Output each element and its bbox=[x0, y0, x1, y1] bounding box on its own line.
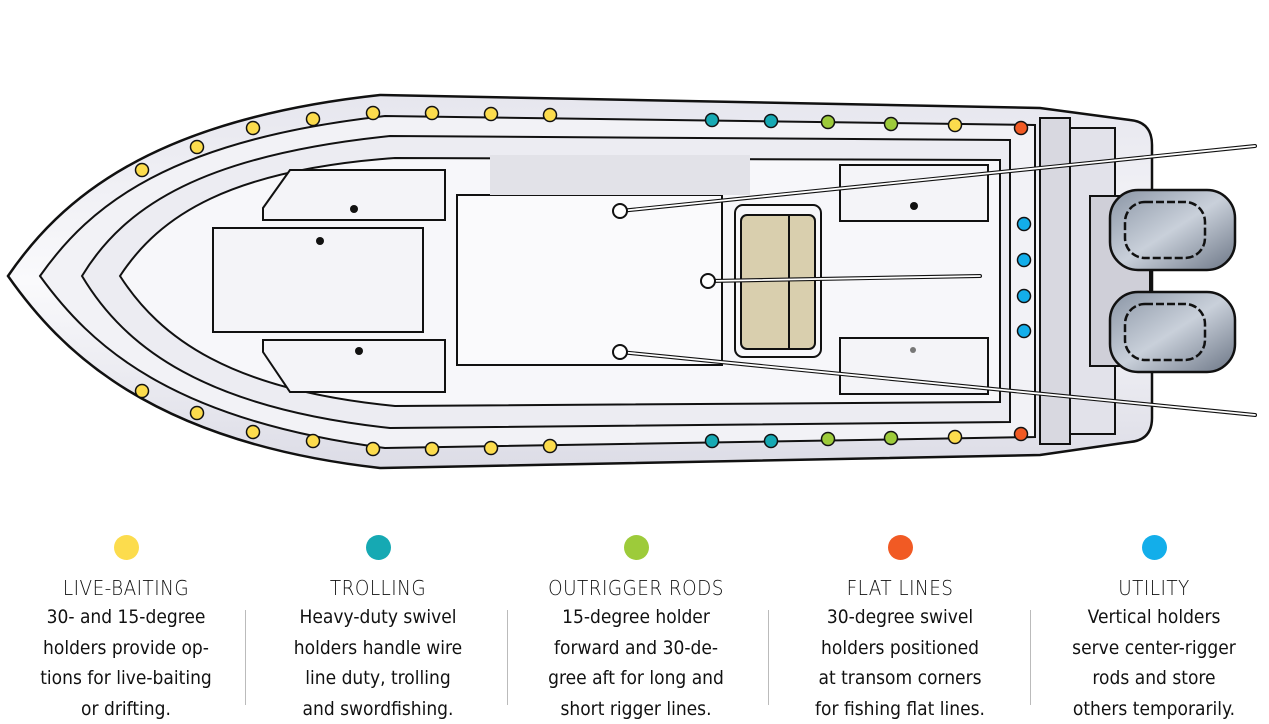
live-baiting-rod-holder-icon bbox=[305, 111, 321, 127]
trolling-rod-holder-icon bbox=[704, 433, 720, 449]
divider bbox=[245, 610, 246, 705]
legend-title: OUTRIGGER RODS bbox=[548, 576, 724, 600]
live-baiting-rod-holder-icon bbox=[245, 424, 261, 440]
live-baiting-rod-holder-icon bbox=[424, 105, 440, 121]
utility-rod-holder-icon bbox=[1016, 288, 1032, 304]
legend-title: TROLLING bbox=[329, 576, 427, 600]
live-baiting-rod-holder-icon bbox=[305, 433, 321, 449]
legend-title: LIVE-BAITING bbox=[62, 576, 190, 600]
hatch-latches bbox=[316, 202, 918, 355]
outrigger-rod-holder-icon bbox=[883, 116, 899, 132]
flat-lines-rod-holder-icon bbox=[1013, 426, 1029, 442]
outrigger-rod-holder-icon bbox=[820, 114, 836, 130]
trolling-dot-icon bbox=[365, 535, 391, 560]
trolling-rod-holder-icon bbox=[763, 433, 779, 449]
utility-rod-holder-icon bbox=[1016, 323, 1032, 339]
live-baiting-rod-holder-icon bbox=[947, 117, 963, 133]
utility-dot-icon bbox=[1141, 535, 1167, 560]
trolling-rod-holder-icon bbox=[704, 112, 720, 128]
outrigger-dot-icon bbox=[623, 535, 649, 560]
divider bbox=[507, 610, 508, 705]
utility-rod-holder-icon bbox=[1016, 252, 1032, 268]
trolling-rod-holder-icon bbox=[763, 113, 779, 129]
rod-holder-bases bbox=[612, 203, 716, 360]
live-baiting-rod-holder-icon bbox=[542, 107, 558, 123]
legend-title: FLAT LINES bbox=[846, 576, 954, 600]
legend-title: UTILITY bbox=[1118, 576, 1190, 600]
live-baiting-rod-holder-icon bbox=[365, 441, 381, 457]
flat-lines-rod-holder-icon bbox=[1013, 120, 1029, 136]
flat-lines-dot-icon bbox=[887, 535, 913, 560]
outrigger-rod-holder-icon bbox=[883, 430, 899, 446]
outrigger-rod-holder-icon bbox=[820, 431, 836, 447]
divider bbox=[768, 610, 769, 705]
boat-diagram bbox=[6, 93, 1257, 470]
live-baiting-rod-holder-icon bbox=[947, 429, 963, 445]
divider bbox=[1030, 610, 1031, 705]
live-baiting-rod-holder-icon bbox=[483, 440, 499, 456]
live-baiting-rod-holder-icon bbox=[365, 105, 381, 121]
live-baiting-rod-holder-icon bbox=[189, 405, 205, 421]
live-baiting-rod-holder-icon bbox=[245, 120, 261, 136]
live-baiting-dot-icon bbox=[113, 535, 139, 560]
live-baiting-rod-holder-icon bbox=[483, 106, 499, 122]
live-baiting-rod-holder-icon bbox=[134, 162, 150, 178]
live-baiting-rod-holder-icon bbox=[134, 383, 150, 399]
live-baiting-rod-holder-icon bbox=[424, 441, 440, 457]
outboard-engines bbox=[1108, 188, 1237, 374]
live-baiting-rod-holder-icon bbox=[189, 139, 205, 155]
utility-rod-holder-icon bbox=[1016, 216, 1032, 232]
live-baiting-rod-holder-icon bbox=[542, 438, 558, 454]
